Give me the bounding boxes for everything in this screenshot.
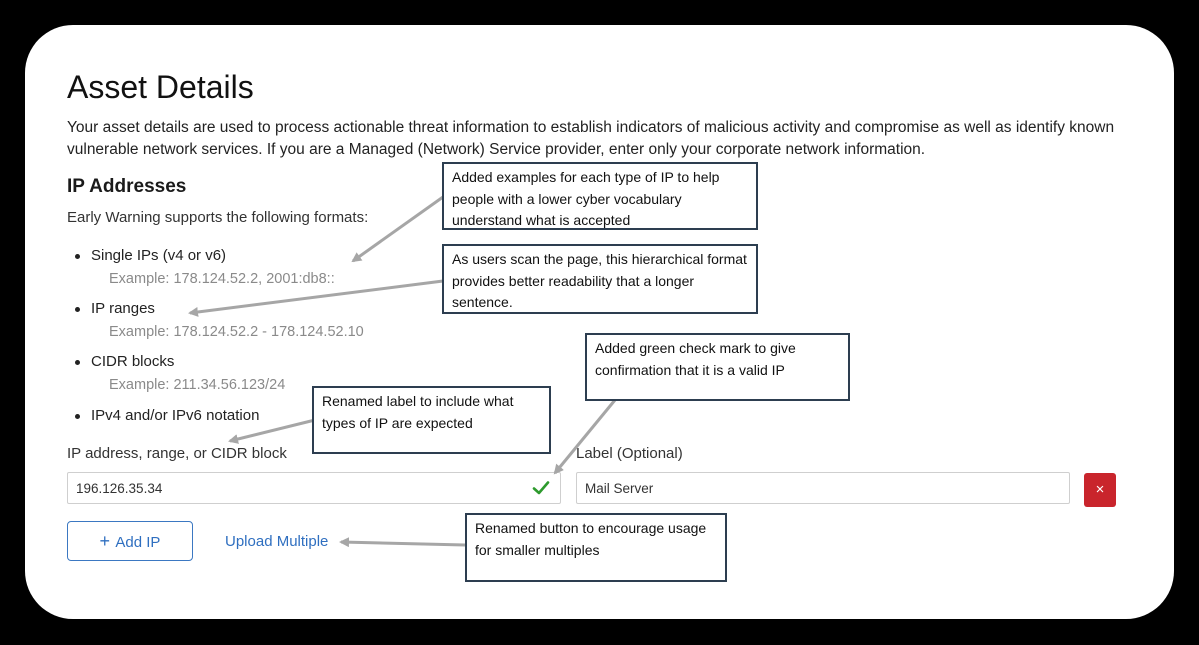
note-examples: Added examples for each type of IP to he… — [442, 162, 758, 230]
close-icon: × — [1095, 481, 1105, 498]
ip-field-label: IP address, range, or CIDR block — [67, 445, 287, 462]
ip-address-input[interactable] — [67, 472, 561, 504]
note-label: Renamed label to include what types of I… — [312, 386, 551, 454]
arrow-examples — [351, 195, 444, 263]
arrow-button — [339, 537, 466, 548]
page-frame: Asset Details Your asset details are use… — [25, 25, 1174, 619]
plus-icon: + — [99, 531, 111, 551]
annotation-arrows — [188, 195, 617, 548]
format-item-notation: IPv4 and/or IPv6 notation — [74, 407, 260, 424]
arrow-check — [553, 399, 617, 475]
page-title: Asset Details — [67, 69, 254, 105]
add-ip-button[interactable]: + Add IP — [67, 521, 193, 561]
format-item-single-ip: Single IPs (v4 or v6) — [74, 247, 227, 264]
format-example-cidr: Example: 211.34.56.123/24 — [109, 377, 286, 393]
label-input[interactable] — [576, 472, 1070, 504]
format-item-cidr: CIDR blocks — [74, 353, 175, 370]
label-field-label: Label (Optional) — [576, 445, 683, 462]
intro-text: Your asset details are used to process a… — [67, 119, 1115, 158]
arrow-hierarchy — [188, 279, 444, 317]
format-example-single-ip: Example: 178.124.52.2, 2001:db8:: — [109, 271, 335, 287]
format-item-ip-ranges: IP ranges — [75, 300, 155, 317]
formats-intro: Early Warning supports the following for… — [67, 209, 369, 226]
remove-row-button[interactable]: × — [1084, 473, 1116, 507]
note-hierarchy: As users scan the page, this hierarchica… — [442, 244, 758, 314]
check-icon — [532, 481, 550, 495]
note-check: Added green check mark to give confirmat… — [585, 333, 850, 401]
upload-multiple-link[interactable]: Upload Multiple — [225, 533, 329, 550]
add-ip-label: Add IP — [115, 534, 161, 551]
note-button: Renamed button to encourage usage for sm… — [465, 513, 727, 582]
format-example-ip-ranges: Example: 178.124.52.2 - 178.124.52.10 — [109, 324, 364, 340]
arrow-label — [228, 417, 320, 444]
section-title: IP Addresses — [67, 176, 187, 197]
